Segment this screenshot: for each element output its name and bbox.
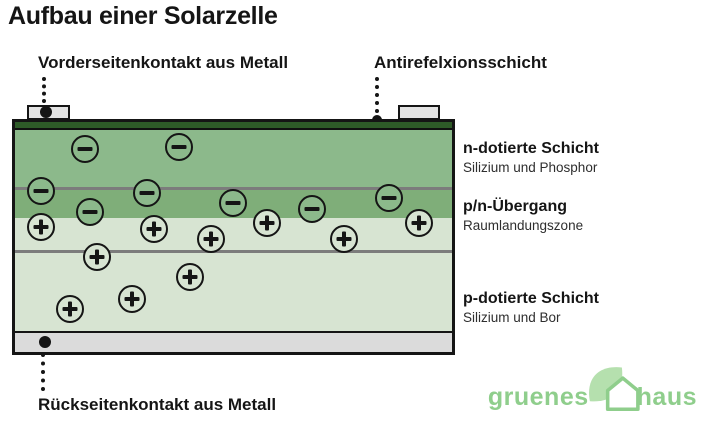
n-layer-subtitle: Silizium und Phosphor bbox=[463, 160, 598, 175]
minus-charge-icon bbox=[27, 177, 55, 205]
p-layer-title: p-dotierte Schicht bbox=[463, 290, 600, 307]
plus-charge-icon bbox=[405, 209, 433, 237]
p-layer-subtitle: Silizium und Bor bbox=[463, 310, 561, 325]
gruenes-haus-logo: gruenes haus bbox=[488, 362, 697, 412]
n-layer-title: n-dotierte Schicht bbox=[463, 140, 600, 157]
plus-charge-icon bbox=[197, 225, 225, 253]
antireflection-pointer-line bbox=[375, 77, 379, 113]
plus-charge-icon bbox=[330, 225, 358, 253]
back-contact-layer bbox=[15, 333, 452, 352]
minus-charge-icon bbox=[165, 133, 193, 161]
plus-charge-icon bbox=[83, 243, 111, 271]
antireflection-layer bbox=[15, 122, 452, 130]
back-contact-separator bbox=[15, 331, 452, 333]
plus-charge-icon bbox=[56, 295, 84, 323]
front-contact-pointer-dot bbox=[40, 106, 52, 118]
plus-charge-icon bbox=[140, 215, 168, 243]
junction-line-bottom bbox=[15, 250, 452, 253]
pn-junction-subtitle: Raumlandungszone bbox=[463, 218, 584, 233]
junction-line-top bbox=[15, 187, 452, 190]
p-layer-legend: p-dotierte Schicht Silizium und Bor bbox=[463, 290, 599, 325]
logo-word-gruenes: gruenes bbox=[487, 383, 589, 411]
back-contact-pointer-dot bbox=[39, 336, 51, 348]
pn-junction-legend: p/n-Übergang Raumlandungszone bbox=[463, 198, 583, 233]
front-contact-label: Vorderseitenkontakt aus Metall bbox=[38, 53, 289, 72]
leaf-house-icon bbox=[588, 367, 640, 411]
minus-charge-icon bbox=[133, 179, 161, 207]
page-title: Aufbau einer Solarzelle bbox=[8, 2, 278, 30]
antireflection-label: Antirefelxionsschicht bbox=[374, 53, 547, 72]
back-contact-pointer-line bbox=[41, 353, 45, 391]
p-doped-layer bbox=[15, 253, 452, 331]
minus-charge-icon bbox=[298, 195, 326, 223]
plus-charge-icon bbox=[176, 263, 204, 291]
minus-charge-icon bbox=[76, 198, 104, 226]
plus-charge-icon bbox=[118, 285, 146, 313]
minus-charge-icon bbox=[219, 189, 247, 217]
logo-word-haus: haus bbox=[636, 383, 697, 411]
minus-charge-icon bbox=[71, 135, 99, 163]
pn-junction-title: p/n-Übergang bbox=[463, 198, 567, 215]
plus-charge-icon bbox=[253, 209, 281, 237]
minus-charge-icon bbox=[375, 184, 403, 212]
front-metal-contact-right bbox=[398, 105, 440, 120]
plus-charge-icon bbox=[27, 213, 55, 241]
n-layer-legend: n-dotierte Schicht Silizium und Phosphor bbox=[463, 140, 599, 175]
front-contact-pointer-line bbox=[42, 77, 46, 103]
back-contact-label: Rückseitenkontakt aus Metall bbox=[38, 395, 277, 414]
